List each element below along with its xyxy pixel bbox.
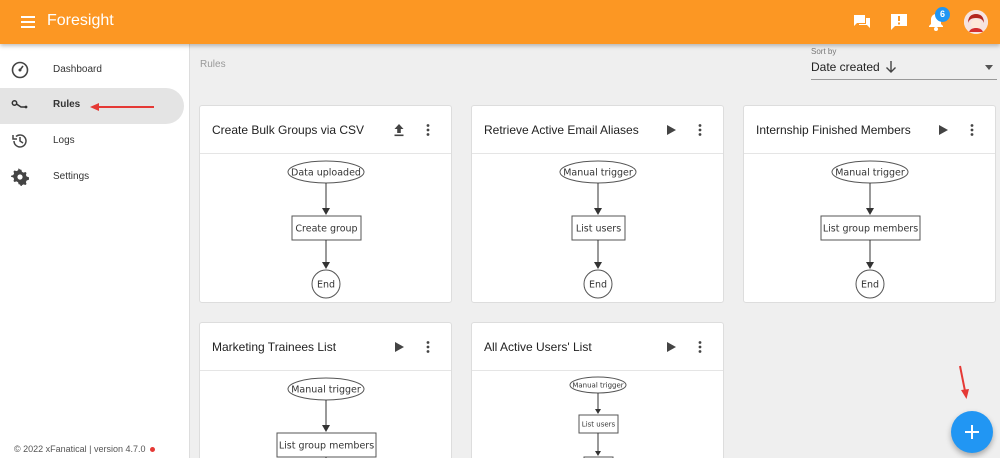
version-footer: © 2022 xFanatical | version 4.7.0 bbox=[14, 444, 155, 454]
action-node: Create group bbox=[295, 224, 357, 235]
trigger-node: Manual trigger bbox=[563, 168, 633, 179]
user-avatar[interactable] bbox=[964, 10, 988, 34]
rule-card[interactable]: Retrieve Active Email Aliases Manual tri… bbox=[471, 105, 724, 303]
card-header: Internship Finished Members bbox=[744, 106, 995, 154]
chat-icon[interactable] bbox=[852, 12, 872, 32]
sidebar-item-label: Rules bbox=[53, 99, 81, 110]
card-title: Create Bulk Groups via CSV bbox=[212, 123, 365, 137]
sort-by-label: Sort by bbox=[811, 47, 837, 56]
flow-diagram: Manual trigger List group members bbox=[276, 377, 377, 458]
annotation-arrow-fab bbox=[959, 365, 969, 399]
trigger-node: Manual trigger bbox=[835, 168, 905, 179]
flow-diagram: Data uploaded Create group End bbox=[287, 160, 365, 299]
sidebar-item-label: Settings bbox=[53, 171, 90, 182]
add-rule-button[interactable] bbox=[951, 411, 993, 453]
more-vert-icon[interactable] bbox=[421, 123, 435, 137]
chevron-down-icon[interactable] bbox=[985, 65, 993, 70]
action-node: List users bbox=[576, 224, 621, 235]
history-icon bbox=[12, 134, 27, 148]
rule-card[interactable]: All Active Users' List Manual trigger Li… bbox=[471, 322, 724, 458]
trigger-node: Data uploaded bbox=[291, 168, 361, 179]
rule-card[interactable]: Marketing Trainees List Manual trigger L… bbox=[199, 322, 452, 458]
card-title: Internship Finished Members bbox=[756, 123, 911, 137]
sidebar-item-dashboard[interactable]: Dashboard bbox=[0, 53, 184, 89]
play-icon[interactable] bbox=[664, 340, 678, 354]
play-icon[interactable] bbox=[936, 123, 950, 137]
gear-icon bbox=[11, 168, 29, 186]
action-node: List group members bbox=[279, 441, 374, 452]
notification-badge: 6 bbox=[935, 7, 950, 22]
card-header: Create Bulk Groups via CSV bbox=[200, 106, 451, 154]
flow-diagram: Manual trigger List users bbox=[569, 376, 627, 458]
trigger-node: Manual trigger bbox=[291, 385, 361, 396]
app-title: Foresight bbox=[47, 12, 114, 29]
arrow-down-icon[interactable] bbox=[884, 60, 898, 74]
hamburger-menu-icon[interactable] bbox=[20, 13, 38, 31]
card-title: All Active Users' List bbox=[484, 340, 592, 354]
action-node: List users bbox=[582, 421, 616, 429]
trigger-node: Manual trigger bbox=[572, 382, 623, 390]
rule-card[interactable]: Create Bulk Groups via CSV Data uploaded… bbox=[199, 105, 452, 303]
flow-diagram: Manual trigger List group members End bbox=[820, 160, 921, 299]
sidebar-item-label: Logs bbox=[53, 135, 75, 146]
card-title: Marketing Trainees List bbox=[212, 340, 337, 354]
rule-card[interactable]: Internship Finished Members Manual trigg… bbox=[743, 105, 996, 303]
card-header: All Active Users' List bbox=[472, 323, 723, 371]
status-dot bbox=[149, 447, 155, 453]
card-header: Retrieve Active Email Aliases bbox=[472, 106, 723, 154]
end-node: End bbox=[861, 280, 879, 291]
action-node: List group members bbox=[823, 224, 918, 235]
avatar-icon bbox=[964, 10, 988, 34]
card-title: Retrieve Active Email Aliases bbox=[484, 123, 639, 137]
sidebar-item-logs[interactable]: Logs bbox=[0, 124, 184, 160]
end-node: End bbox=[589, 280, 607, 291]
play-icon[interactable] bbox=[664, 123, 678, 137]
more-vert-icon[interactable] bbox=[421, 340, 435, 354]
sidebar: Dashboard Rules Logs Settings © 2022 xFa… bbox=[0, 44, 190, 458]
sidebar-item-settings[interactable]: Settings bbox=[0, 160, 184, 196]
more-vert-icon[interactable] bbox=[693, 340, 707, 354]
sidebar-item-label: Dashboard bbox=[53, 64, 102, 75]
card-header: Marketing Trainees List bbox=[200, 323, 451, 371]
play-icon[interactable] bbox=[392, 340, 406, 354]
flow-diagram: Manual trigger List users End bbox=[559, 160, 637, 299]
more-vert-icon[interactable] bbox=[693, 123, 707, 137]
dashboard-gauge-icon bbox=[11, 61, 29, 79]
sort-select[interactable]: Date created bbox=[811, 58, 997, 80]
rules-icon bbox=[11, 100, 28, 109]
feedback-icon[interactable] bbox=[889, 12, 909, 32]
version-text: © 2022 xFanatical | version 4.7.0 bbox=[14, 444, 146, 454]
breadcrumb: Rules bbox=[200, 59, 226, 70]
more-vert-icon[interactable] bbox=[965, 123, 979, 137]
plus-icon bbox=[965, 425, 979, 439]
end-node: End bbox=[317, 280, 335, 291]
top-app-bar: Foresight 6 bbox=[0, 0, 1000, 44]
upload-icon[interactable] bbox=[392, 123, 406, 137]
sort-value: Date created bbox=[811, 60, 880, 74]
annotation-arrow-rules bbox=[90, 103, 154, 111]
